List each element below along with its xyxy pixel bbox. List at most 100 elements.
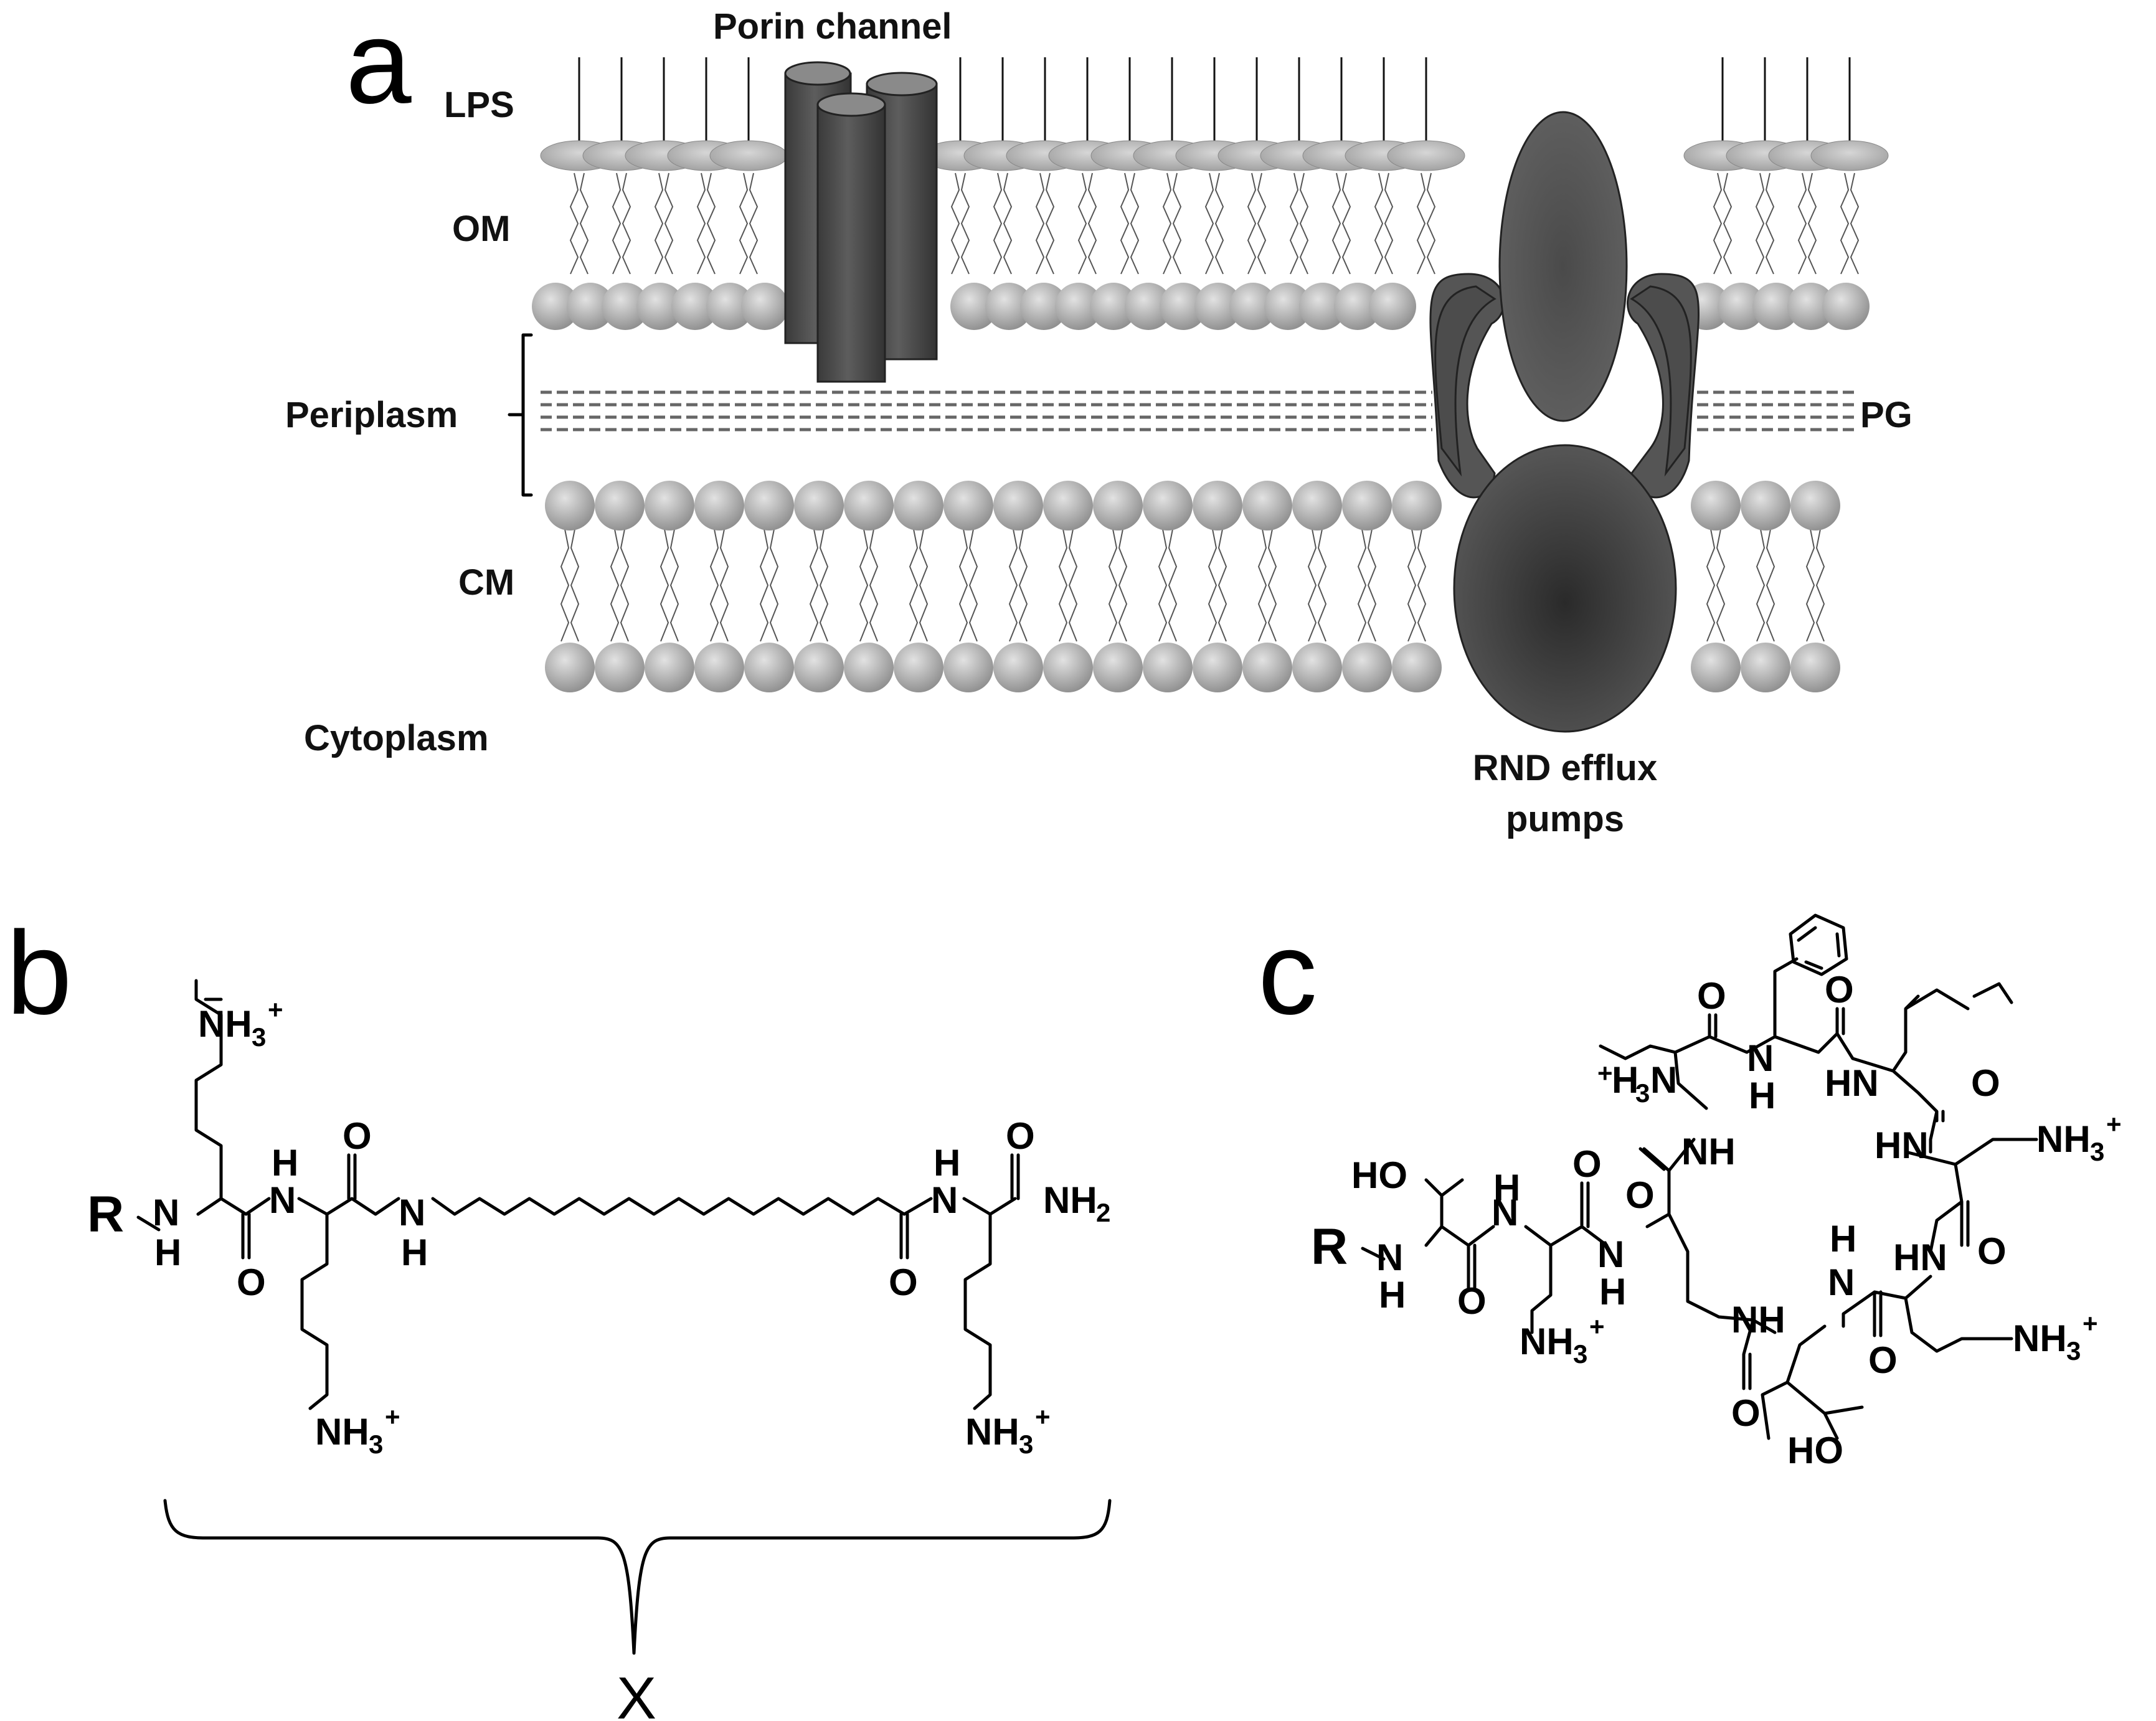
lps-chains — [578, 57, 1851, 144]
svg-text:O: O — [1572, 1143, 1602, 1185]
panel-a-letter: a — [346, 0, 412, 128]
cytoplasm-label: Cytoplasm — [304, 718, 489, 758]
svg-text:N: N — [1747, 1037, 1774, 1079]
svg-text:HN: HN — [1825, 1062, 1879, 1104]
svg-text:O: O — [237, 1261, 266, 1303]
svg-text:H: H — [934, 1142, 960, 1184]
peptidoglycan-layer — [541, 390, 1859, 431]
svg-text:+: + — [385, 1402, 400, 1431]
svg-text:H: H — [1612, 1059, 1638, 1101]
svg-text:NH: NH — [1520, 1321, 1574, 1362]
svg-text:NH: NH — [1681, 1131, 1736, 1172]
svg-text:N: N — [931, 1179, 958, 1221]
svg-text:+: + — [2106, 1110, 2122, 1139]
carbonyl-bonds-b — [241, 1153, 1020, 1260]
svg-text:3: 3 — [369, 1430, 383, 1459]
pump-outer-channel — [1498, 111, 1628, 422]
svg-text:+: + — [1035, 1402, 1051, 1431]
svg-text:O: O — [1971, 1062, 2000, 1104]
cytoplasmic-membrane-outer-heads — [545, 481, 1840, 530]
cytoplasmic-membrane-inner-heads — [545, 643, 1840, 692]
svg-text:HN: HN — [1875, 1125, 1929, 1166]
svg-text:HO: HO — [1787, 1430, 1843, 1471]
repeat-bracket — [163, 1499, 1112, 1655]
svg-text:+: + — [2083, 1309, 2098, 1338]
porin-channel — [784, 61, 938, 383]
svg-text:+: + — [1597, 1059, 1613, 1088]
panel-b-letter: b — [6, 907, 72, 1039]
svg-text:O: O — [1006, 1115, 1035, 1157]
svg-text:2: 2 — [1096, 1198, 1110, 1227]
periplasm-bracket — [508, 333, 533, 497]
svg-text:H: H — [1493, 1167, 1520, 1209]
svg-text:O: O — [1625, 1174, 1655, 1216]
svg-text:H: H — [1749, 1075, 1775, 1116]
svg-text:O: O — [343, 1115, 372, 1157]
svg-text:3: 3 — [252, 1022, 266, 1052]
svg-text:O: O — [1697, 975, 1726, 1017]
cytoplasmic-membrane-tails — [560, 529, 1825, 642]
svg-text:3: 3 — [2090, 1137, 2104, 1166]
r-group-c: R — [1311, 1219, 1348, 1275]
lps-label: LPS — [444, 85, 514, 125]
svg-text:O: O — [1731, 1392, 1761, 1434]
outer-membrane-lps-heads — [540, 140, 1889, 171]
svg-text:NH: NH — [1731, 1299, 1785, 1341]
rnd-efflux-pump — [1429, 111, 1700, 733]
porin-channel-label: Porin channel — [713, 6, 952, 47]
svg-text:NH: NH — [2013, 1318, 2067, 1359]
svg-text:H: H — [154, 1232, 181, 1273]
svg-text:HN: HN — [1893, 1237, 1947, 1278]
leucine-isobutyl — [1972, 982, 2013, 1004]
porin-cylinder-front — [816, 92, 886, 383]
svg-text:NH: NH — [315, 1411, 369, 1453]
cyclic-peptide-bonds — [1361, 957, 2038, 1440]
svg-text:3: 3 — [1573, 1339, 1587, 1369]
svg-text:N: N — [1597, 1233, 1624, 1275]
svg-text:+: + — [1589, 1312, 1605, 1341]
svg-text:NH: NH — [965, 1411, 1019, 1453]
svg-text:NH: NH — [2036, 1118, 2091, 1160]
outer-membrane-tails — [569, 172, 1860, 275]
svg-text:N: N — [153, 1192, 179, 1233]
svg-text:N: N — [269, 1179, 296, 1221]
repeat-label-x: X — [617, 1665, 656, 1721]
side-chains-b — [194, 979, 992, 1410]
svg-text:O: O — [1977, 1230, 2007, 1272]
svg-text:NH: NH — [1043, 1179, 1097, 1221]
svg-text:H: H — [1379, 1274, 1406, 1316]
svg-text:O: O — [889, 1261, 918, 1303]
svg-text:O: O — [1457, 1280, 1487, 1322]
svg-text:3: 3 — [1635, 1078, 1650, 1108]
om-label: OM — [452, 209, 510, 249]
svg-text:N: N — [1828, 1261, 1855, 1303]
periplasm-label: Periplasm — [285, 395, 458, 435]
pump-inner-transporter — [1453, 444, 1677, 733]
svg-text:N: N — [1376, 1237, 1403, 1278]
panel-c-letter: c — [1258, 907, 1317, 1039]
svg-text:H: H — [1599, 1271, 1626, 1313]
rnd-pumps-label-line2: pumps — [1506, 799, 1624, 839]
svg-text:N: N — [399, 1192, 425, 1233]
svg-text:3: 3 — [2066, 1336, 2081, 1365]
pg-label: PG — [1860, 395, 1913, 435]
cm-label: CM — [458, 562, 514, 603]
svg-text:H: H — [1830, 1218, 1856, 1260]
benzene-ring — [1789, 913, 1848, 976]
svg-text:+: + — [268, 995, 283, 1024]
svg-text:N: N — [1492, 1192, 1518, 1233]
rnd-pumps-label-line1: RND efflux — [1473, 748, 1657, 788]
panel-a: a Porin channel LPS OM Periplasm PG CM C… — [285, 0, 1913, 839]
svg-text:NH: NH — [198, 1003, 252, 1045]
svg-text:H: H — [272, 1142, 298, 1184]
r-group-b: R — [87, 1186, 124, 1243]
svg-text:3: 3 — [1019, 1430, 1033, 1459]
svg-text:HO: HO — [1351, 1154, 1407, 1196]
svg-text:N: N — [1650, 1059, 1677, 1101]
svg-text:O: O — [1868, 1339, 1898, 1381]
